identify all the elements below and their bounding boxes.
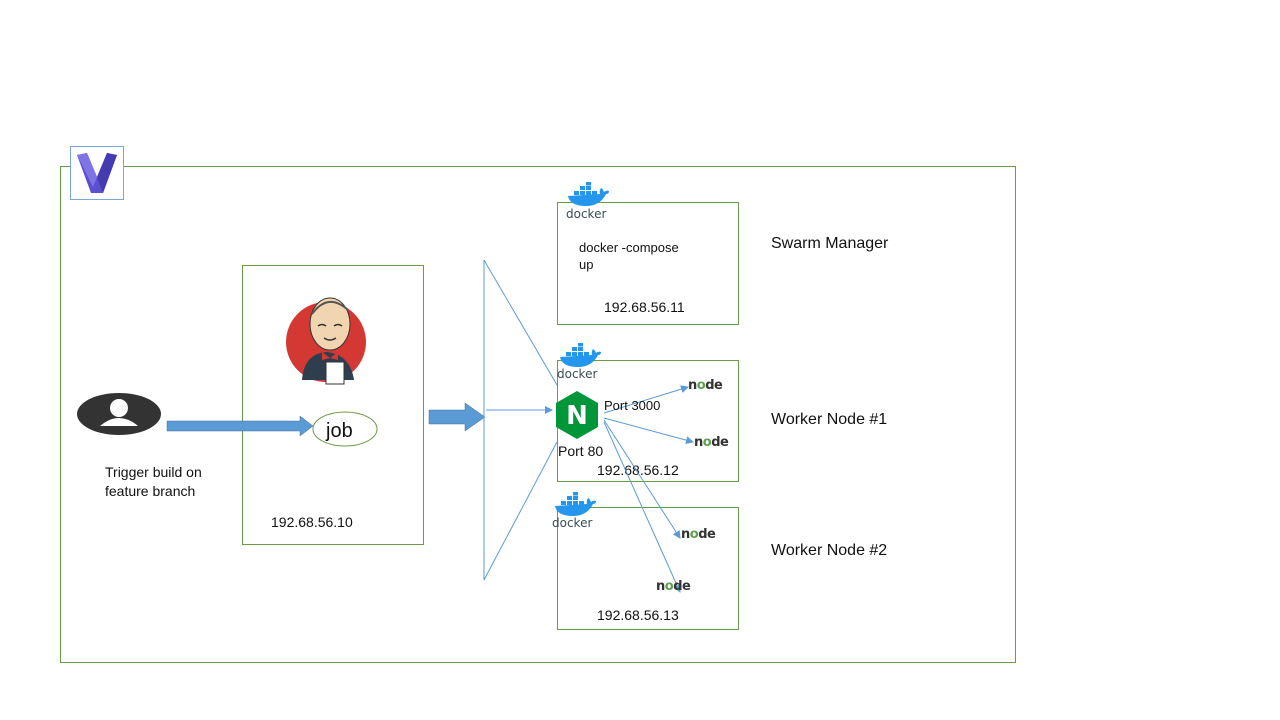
user-icon <box>76 392 162 436</box>
nodejs-icon: node <box>656 579 691 594</box>
trigger-label-line2: feature branch <box>105 483 196 499</box>
job-ellipse[interactable] <box>312 411 378 447</box>
job-label: job <box>326 420 353 442</box>
docker-icon <box>553 492 597 518</box>
docker-label: docker <box>566 207 607 221</box>
user-to-job-arrow <box>166 415 314 437</box>
worker-1-ip: 192.68.56.12 <box>597 462 679 478</box>
docker-label: docker <box>557 367 598 381</box>
vagrant-icon <box>70 146 124 200</box>
worker-node-2-label: Worker Node #2 <box>771 542 888 559</box>
nginx-port-out: Port 3000 <box>604 398 661 413</box>
docker-label: docker <box>552 516 593 530</box>
nginx-letter: N <box>566 401 588 431</box>
worker-2-ip: 192.68.56.13 <box>597 607 679 623</box>
compose-command-line1: docker -compose <box>579 240 679 255</box>
worker-node-2-box <box>557 507 739 630</box>
jenkins-ip: 192.68.56.10 <box>271 514 353 530</box>
swarm-manager-box <box>557 202 739 325</box>
docker-icon <box>566 182 610 208</box>
jenkins-server-box <box>242 265 424 545</box>
nodejs-icon: node <box>694 435 729 450</box>
compose-command-line2: up <box>579 257 594 272</box>
fan-line-bottom <box>483 441 558 581</box>
jenkins-icon <box>284 288 368 388</box>
nginx-to-node-1 <box>603 385 689 414</box>
nginx-to-node-4 <box>603 421 681 593</box>
trigger-label-line1: Trigger build on <box>105 464 202 480</box>
worker-node-1-label: Worker Node #1 <box>771 411 888 428</box>
nodejs-icon: node <box>681 527 716 542</box>
vagrant-environment-frame <box>60 166 1016 663</box>
nodejs-icon: node <box>688 378 723 393</box>
docker-icon <box>558 343 602 369</box>
swarm-manager-label: Swarm Manager <box>771 235 889 252</box>
manager-ip: 192.68.56.11 <box>604 299 685 315</box>
nginx-icon: N <box>554 390 600 440</box>
nginx-port-in: Port 80 <box>558 443 604 459</box>
nginx-to-node-2 <box>603 417 694 445</box>
jenkins-to-swarm-arrow <box>428 402 486 432</box>
nginx-to-node-3 <box>603 419 681 539</box>
fan-line-manager <box>483 259 558 386</box>
